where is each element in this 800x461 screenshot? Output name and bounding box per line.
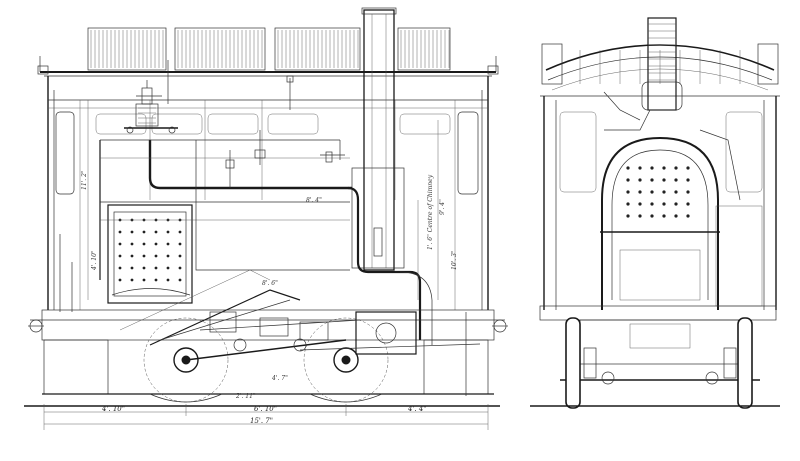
- dim-frame-note: 8'. 4": [306, 197, 322, 204]
- dim-height-right: 10'. 3": [451, 250, 458, 270]
- roof: [37, 56, 499, 77]
- side-dimensions: [43, 100, 489, 430]
- driving-wheels: [143, 317, 389, 403]
- dim-overall-length: 15'. 7": [250, 417, 273, 425]
- dimension-labels: 4'. 10" 6'. 10" 4'. 4" 15'. 7" 1'. 6" Ce…: [81, 170, 458, 425]
- dim-pitch-left: 4'. 10": [101, 405, 125, 413]
- roof-grilles: [87, 27, 451, 71]
- dim-height-left: 11'. 2": [81, 170, 88, 190]
- dim-firebox-note: 8'. 6": [262, 280, 278, 287]
- dim-pitch-right: 4'. 4": [407, 405, 427, 413]
- body-frame: [47, 76, 489, 310]
- side-elevation: 4'. 10" 6'. 10" 4'. 4" 15'. 7" 1'. 6" Ce…: [24, 7, 508, 430]
- dim-boiler-note: 1'. 6" Centre of Chimney: [427, 174, 434, 250]
- safety-valve: [124, 60, 178, 134]
- boiler-pipes: [99, 75, 433, 345]
- dim-axle-note-2: 2'. 11": [235, 393, 256, 400]
- dim-axle-note: 4'. 7": [271, 375, 288, 382]
- dim-stack-note: 4'. 10": [91, 250, 98, 271]
- dim-height-mid: 9'. 4": [439, 199, 446, 215]
- firebox: [107, 204, 193, 304]
- end-elevation: [530, 17, 780, 409]
- dim-pitch-mid: 6'. 10": [254, 405, 277, 413]
- valve-gear: [119, 269, 481, 361]
- running-frame: [24, 234, 508, 407]
- chimney: [351, 7, 405, 271]
